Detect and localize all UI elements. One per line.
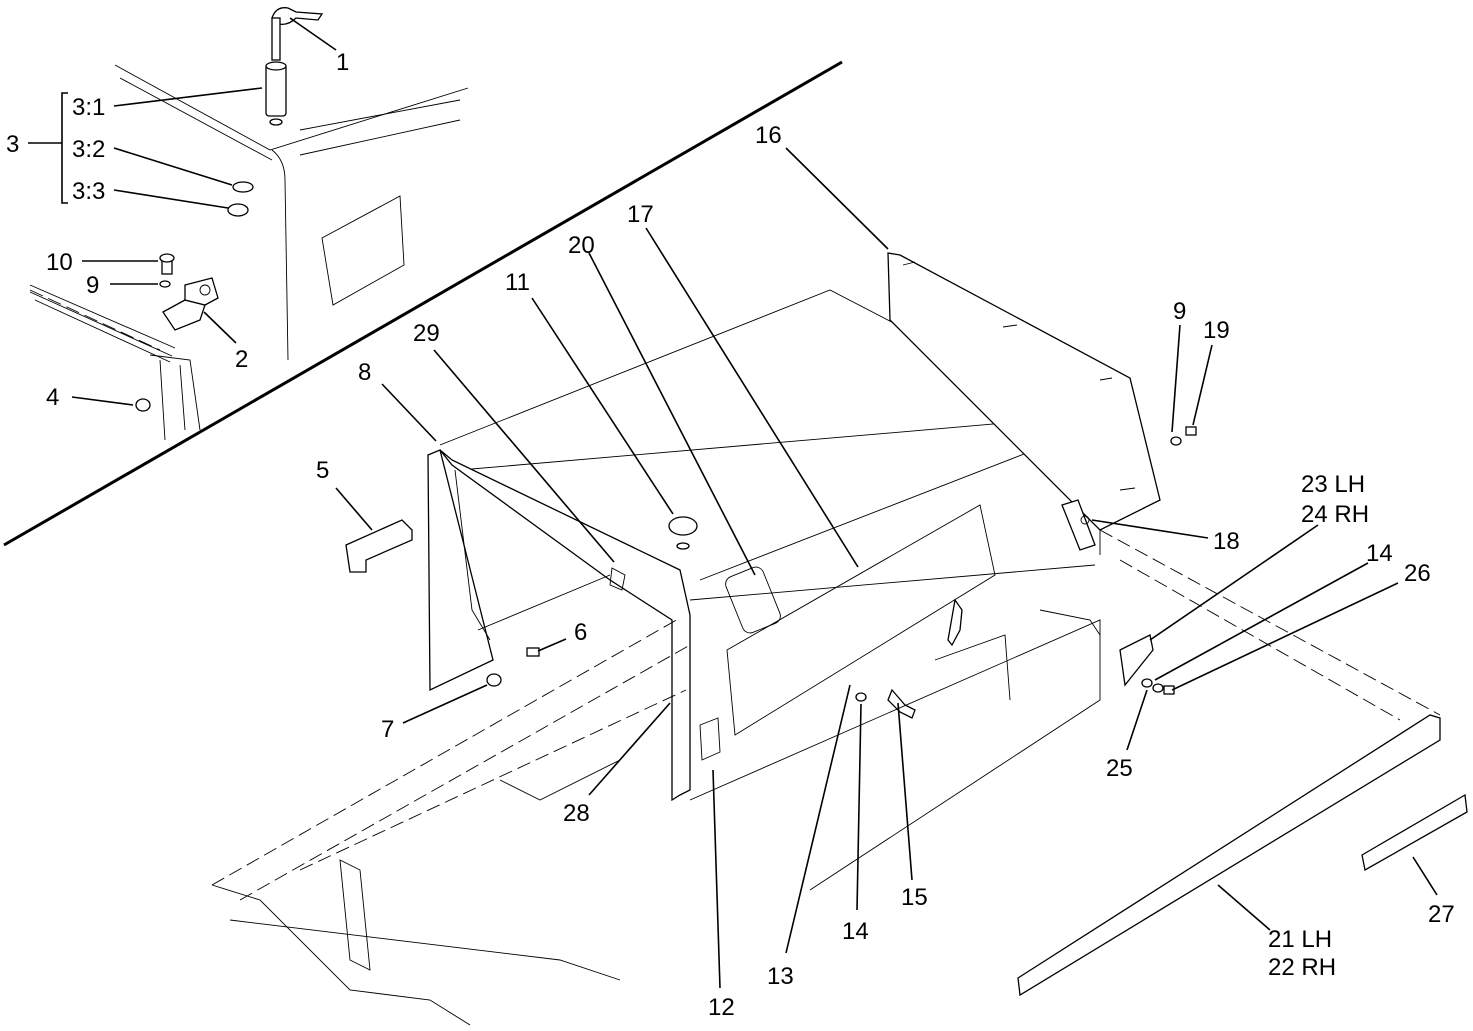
rear-panel-icon <box>887 252 1161 531</box>
washer-icon <box>1152 683 1164 693</box>
latch-icon <box>887 688 916 719</box>
callout-5: 5 <box>316 457 329 484</box>
side-panel-icon <box>427 449 691 802</box>
bolt-icon <box>159 253 175 275</box>
mounting-bracket-icon <box>162 277 219 331</box>
callout-9-inset: 9 <box>86 272 99 299</box>
callout-22-rh: 22 RH <box>1268 954 1336 981</box>
callout-6: 6 <box>574 619 587 646</box>
washer-icon <box>1141 678 1153 688</box>
washer-icon <box>1170 436 1182 446</box>
callout-14-right: 14 <box>1366 540 1393 567</box>
callout-4: 4 <box>46 384 59 411</box>
callout-13: 13 <box>767 963 794 990</box>
callout-17: 17 <box>627 201 654 228</box>
callout-23-lh: 23 LH <box>1301 471 1365 498</box>
callout-1: 1 <box>336 49 349 76</box>
callout-27: 27 <box>1428 901 1455 928</box>
callout-19: 19 <box>1203 317 1230 344</box>
callout-2: 2 <box>235 346 248 373</box>
callout-16: 16 <box>755 122 782 149</box>
strap-plate-icon <box>1119 634 1154 687</box>
bolt-icon <box>1185 426 1197 436</box>
callout-18: 18 <box>1213 528 1240 555</box>
callout-labels: 1 3:1 3 3:2 3:3 10 9 2 4 16 17 20 11 29 … <box>6 49 1455 1021</box>
trim-strip-icon <box>1017 714 1441 997</box>
bumper-icon <box>486 673 502 687</box>
bolt-icon <box>1163 685 1175 695</box>
main-assembly-view <box>211 252 1468 1026</box>
callout-3-2: 3:2 <box>72 136 105 163</box>
plug-icon <box>668 516 698 536</box>
chassis-frame-outline <box>211 529 1441 1026</box>
callout-3-1: 3:1 <box>72 94 105 121</box>
decal-strip-icon <box>1361 793 1468 872</box>
callout-11: 11 <box>505 269 530 296</box>
callout-8: 8 <box>358 359 371 386</box>
callout-26: 26 <box>1404 560 1431 587</box>
callout-10: 10 <box>46 249 73 276</box>
callout-20: 20 <box>568 232 595 259</box>
ignition-switch-icon <box>265 61 287 126</box>
callout-9-right: 9 <box>1173 298 1186 325</box>
callout-28: 28 <box>563 800 590 827</box>
callout-3: 3 <box>6 131 19 158</box>
lock-washer-icon <box>232 181 254 193</box>
callout-14-bottom: 14 <box>842 918 869 945</box>
screw-icon <box>526 647 540 657</box>
callout-15: 15 <box>901 884 928 911</box>
callout-25: 25 <box>1106 755 1133 782</box>
handle-icon <box>345 519 413 573</box>
callout-21-lh: 21 LH <box>1268 926 1332 953</box>
callout-29: 29 <box>413 320 440 347</box>
nut-icon <box>227 203 249 217</box>
callout-24-rh: 24 RH <box>1301 501 1369 528</box>
bracket-icon <box>1061 499 1096 551</box>
washer-icon <box>159 280 171 288</box>
callout-7: 7 <box>381 716 394 743</box>
leader-lines <box>28 17 1438 989</box>
inset-divider-line <box>3 60 843 547</box>
inset-detail-view <box>29 7 469 441</box>
hex-nut-icon <box>135 398 151 412</box>
callout-3-3: 3:3 <box>72 178 105 205</box>
callout-12: 12 <box>708 994 735 1021</box>
key-icon <box>271 7 324 61</box>
washer-icon <box>855 692 867 702</box>
